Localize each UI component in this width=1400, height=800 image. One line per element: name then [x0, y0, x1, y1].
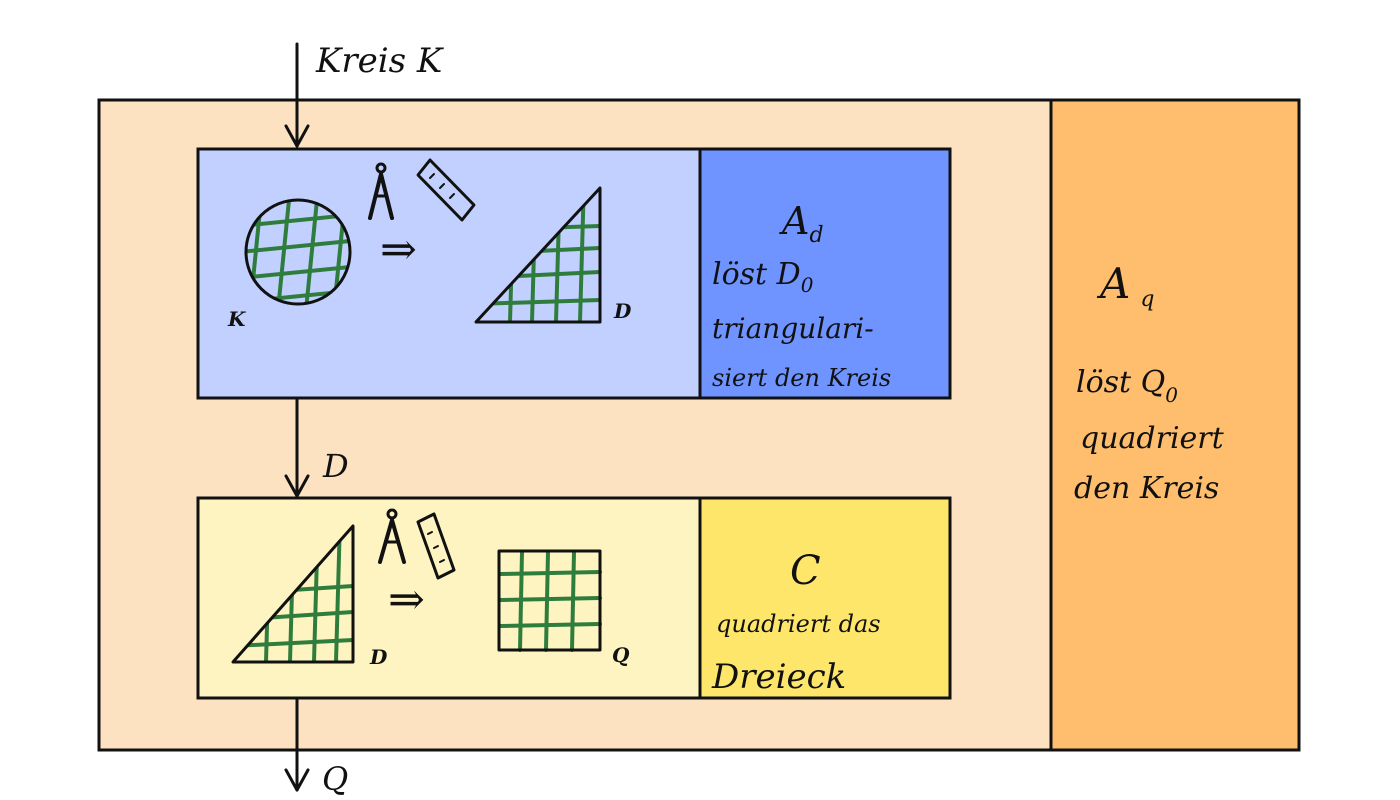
input-arrow [284, 42, 310, 148]
bottom-module-box [196, 496, 702, 700]
triangle-d-bottom-label: D [369, 645, 388, 669]
top-module-line2: triangulari- [712, 312, 874, 345]
outer-module-line2: quadriert [1080, 421, 1225, 456]
square-q [497, 549, 602, 652]
square-q-grid [498, 550, 602, 652]
top-module-line1: löst D0 [712, 257, 814, 297]
ruler-icon [416, 158, 476, 222]
intermediate-arrow [284, 398, 310, 498]
compass-icon [368, 162, 394, 220]
triangle-d-top [474, 186, 602, 324]
square-q-label: Q [612, 643, 630, 667]
output-label: Q [322, 760, 348, 798]
compass-icon-bottom [378, 508, 406, 564]
top-module-side-panel [698, 147, 952, 400]
outer-side-panel [1049, 98, 1301, 752]
top-module-line3: siert den Kreis [712, 364, 891, 392]
outer-module-line3: den Kreis [1074, 471, 1219, 506]
bottom-module-side-panel [698, 496, 952, 700]
bottom-module-line2: Dreieck [711, 657, 846, 697]
bottom-module-line1: quadriert das [716, 610, 881, 638]
bottom-module-name: C [790, 548, 821, 594]
top-module-name: Ad [779, 199, 824, 248]
circle-k [244, 198, 352, 306]
output-arrow [284, 698, 310, 792]
input-label: Kreis K [315, 41, 445, 81]
transform-arrow-top: ⇒ [380, 224, 417, 275]
outer-module-line1: löst Q0 [1076, 365, 1178, 407]
ruler-icon-bottom [416, 512, 456, 580]
intermediate-label: D [322, 447, 349, 485]
triangle-d-bottom [231, 524, 355, 664]
triangle-d-top-label: D [613, 299, 632, 323]
transform-arrow-bottom: ⇒ [388, 574, 425, 625]
circle-k-label: K [227, 307, 247, 331]
